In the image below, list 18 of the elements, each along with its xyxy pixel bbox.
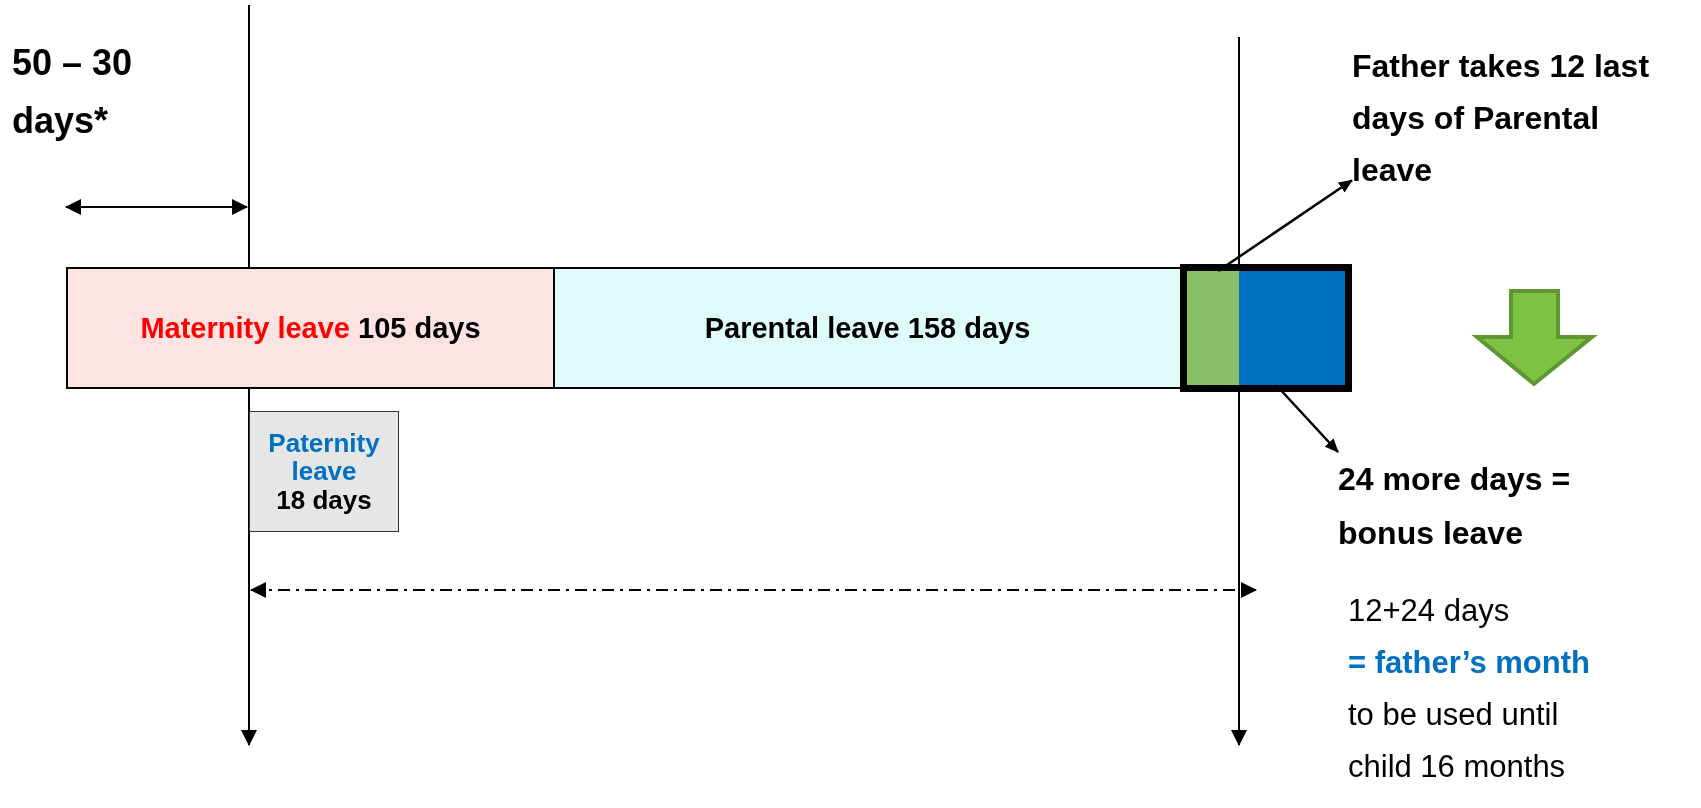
arrow <box>1217 179 1353 273</box>
duration-text: 18 days <box>276 485 372 515</box>
bonus-block <box>1239 271 1345 385</box>
father-days-block <box>1187 271 1239 385</box>
note-text: to be used until child 16 months <box>1348 696 1567 786</box>
note-text: 12+24 days <box>1348 592 1511 630</box>
leave-label: Paternity leave <box>267 428 381 486</box>
callout-text: 24 more days = bonus leave <box>1338 460 1572 553</box>
leave-label: Maternity leave 105 days <box>140 310 481 346</box>
leave-label: Parental leave 158 days <box>704 310 1031 346</box>
leave-period-bar <box>553 267 1182 389</box>
bonus-frame <box>1180 264 1352 392</box>
leave-period-bar <box>249 411 399 532</box>
arrow <box>1275 384 1339 453</box>
note-text: 50 – 30 days* <box>12 41 134 143</box>
callout-text: Father takes 12 last days of Parental leave <box>1352 47 1651 190</box>
note-text: = father’s month <box>1348 644 1591 682</box>
leave-period-bar <box>66 267 555 389</box>
